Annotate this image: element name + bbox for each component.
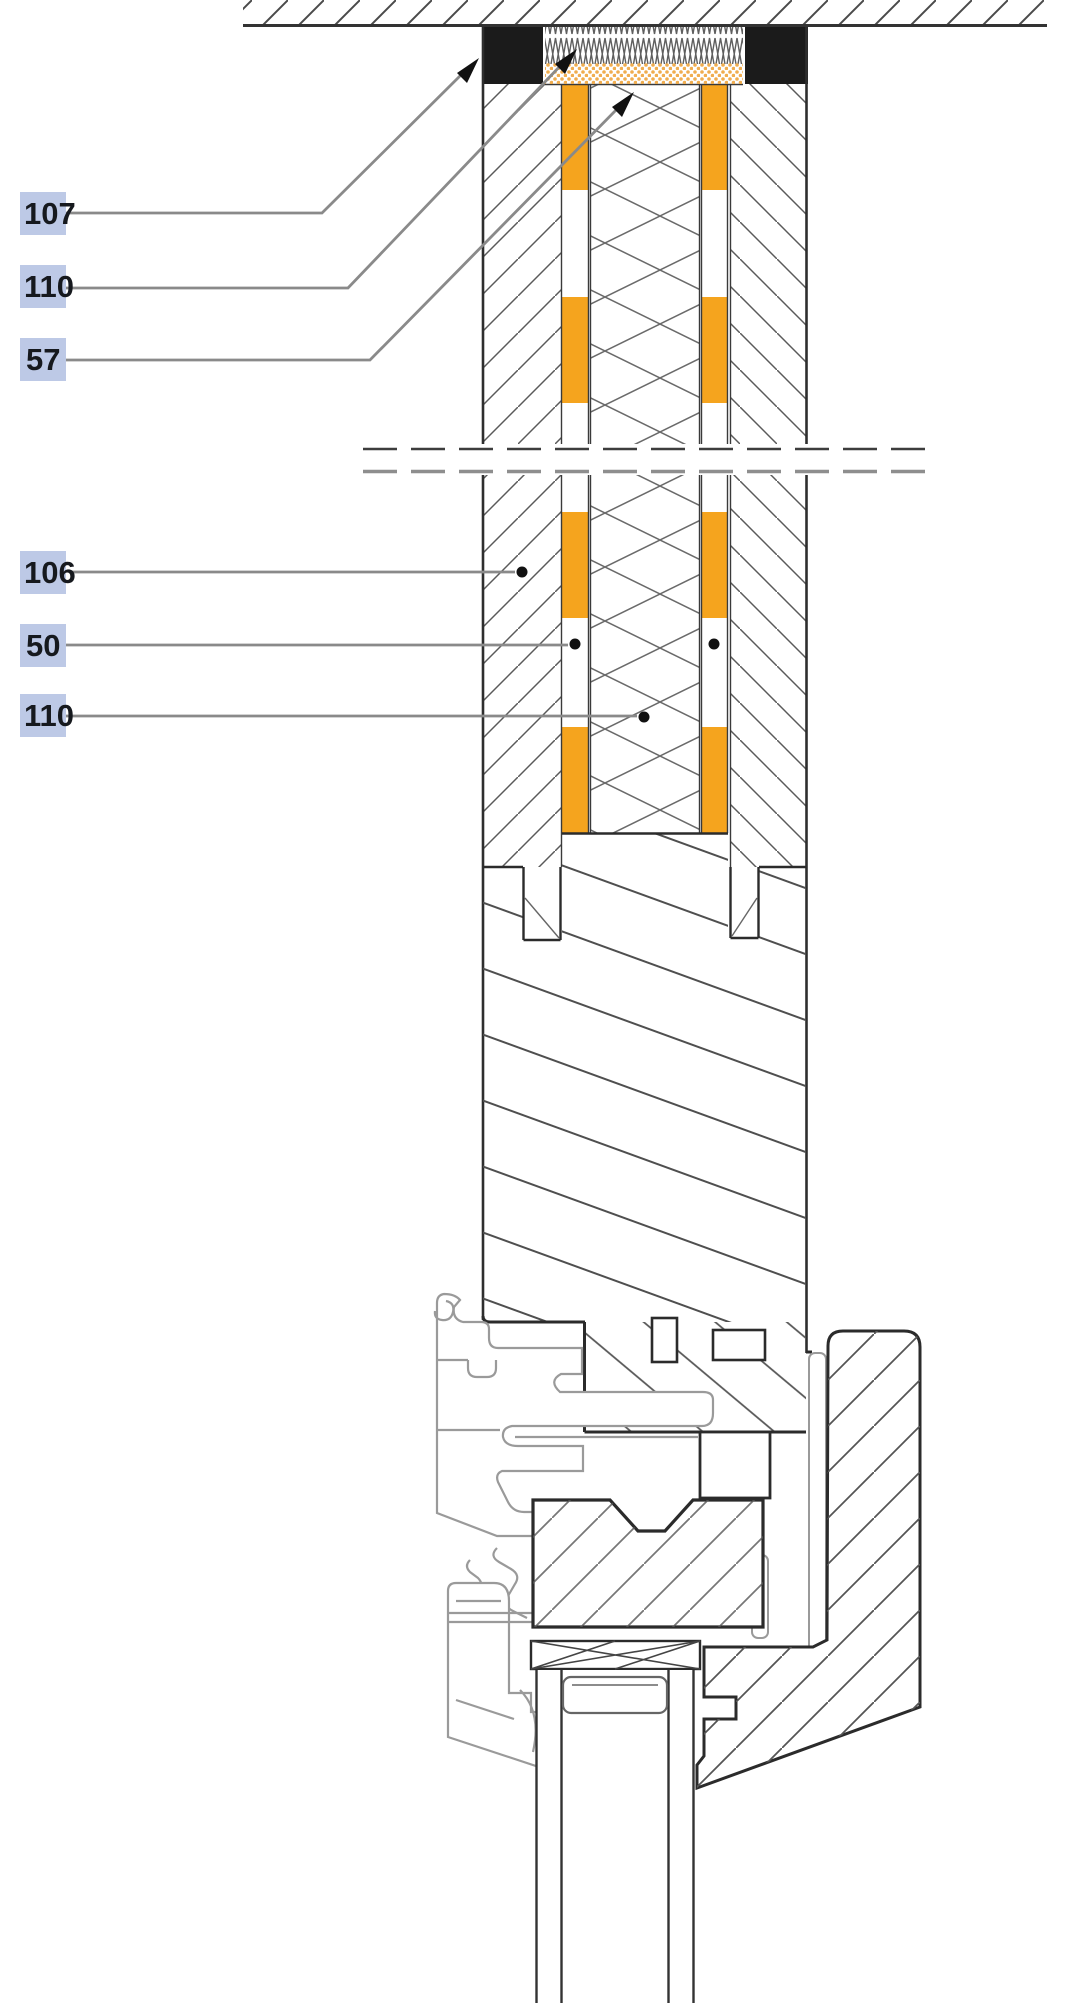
- slot-chamfers: [524, 897, 758, 939]
- orange-strip-right: [702, 85, 728, 833]
- callout-106: 106: [20, 551, 76, 594]
- solid-wall-block: [481, 832, 806, 1324]
- joint-insulation-loops: [545, 27, 743, 64]
- leader-dots: [516, 566, 720, 723]
- seal-block-left: [482, 27, 543, 84]
- head-notch: [711, 1328, 767, 1362]
- wall-left-panel: [483, 84, 561, 867]
- transition-edges: [483, 832, 806, 942]
- layer-boundaries: [545, 83, 743, 867]
- wall-right-panel: [731, 84, 806, 867]
- window-sash: [531, 1498, 765, 1629]
- callout-110-mid: 110: [20, 694, 74, 737]
- callout-110-top: 110: [20, 265, 74, 308]
- callout-57: 57: [20, 338, 66, 381]
- glazing-unit: [529, 1639, 702, 2003]
- sealing-tape-stipple: [545, 63, 743, 84]
- leader-lines: [66, 62, 637, 718]
- glass-panes: [535, 1670, 695, 2003]
- aluminium-profiles: [433, 1292, 827, 1768]
- callout-50: 50: [20, 624, 66, 667]
- callout-107: 107: [20, 192, 76, 235]
- cavity-insulation: [590, 85, 700, 833]
- section-break: [358, 444, 938, 475]
- seal-block-right: [745, 27, 808, 84]
- callout-57-label: 57: [26, 342, 60, 377]
- callout-110-mid-label: 110: [24, 698, 74, 733]
- wall-assembly: [481, 27, 808, 1353]
- head-hook-profile: [650, 1316, 679, 1364]
- leader-arrowheads: [457, 49, 634, 117]
- callout-50-label: 50: [26, 628, 60, 663]
- alu-profile-upper: [435, 1292, 715, 1538]
- glazing-spacer: [561, 1675, 669, 1715]
- callouts: 107 110 57 106 50 110: [20, 192, 76, 737]
- callout-107-label: 107: [24, 196, 76, 231]
- frame-tenon: [698, 1430, 772, 1500]
- callout-106-label: 106: [24, 555, 76, 590]
- glazing-blocking: [529, 1639, 702, 1671]
- orange-strip-left: [562, 85, 588, 833]
- callout-110-top-label: 110: [24, 269, 74, 304]
- ceiling-slab: [243, 0, 1047, 27]
